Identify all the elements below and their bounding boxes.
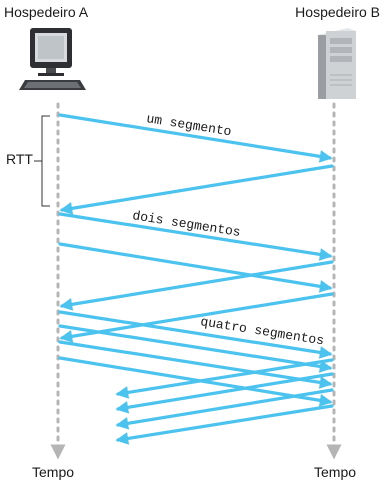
segment-arrow [58,324,333,373]
time-label-a: Tempo [32,464,75,480]
ack-arrow [59,260,334,311]
segment-arrow [58,212,333,261]
ack-arrow [115,388,334,430]
ack-arrow [115,404,334,445]
segment-arrow [58,356,333,407]
segment-arrow [58,113,333,163]
ack-arrow [115,358,334,399]
segment-arrow [58,242,333,293]
segment-arrow [58,340,333,389]
segment-arrow [58,310,333,359]
desktop-computer-icon [19,28,86,90]
ack-arrow [59,164,334,215]
rtt-bracket [41,115,50,207]
ack-arrow [115,372,334,414]
time-label-b: Tempo [314,464,357,480]
rtt-label: RTT [6,151,33,167]
ack-arrow [59,292,334,343]
host-b-title: Hospedeiro B [295,4,380,20]
host-a-title: Hospedeiro A [4,4,89,20]
server-tower-icon [318,28,356,99]
